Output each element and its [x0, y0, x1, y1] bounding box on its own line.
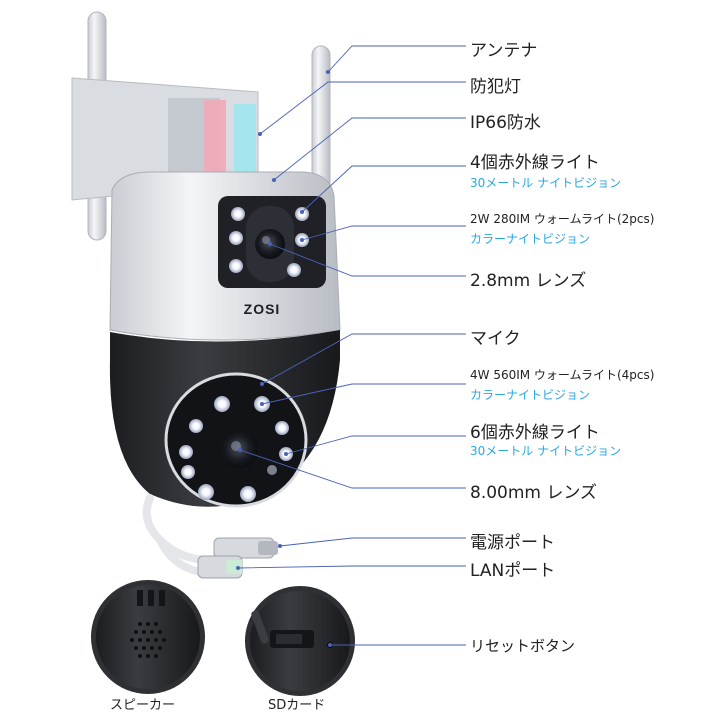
- deterrent-light-red: [204, 100, 226, 174]
- caption-sd-card: SDカード: [268, 698, 326, 713]
- label-ip66: IP66防水: [470, 113, 541, 133]
- label-reset-button: リセットボタン: [470, 637, 576, 655]
- brand-logo: ZOSI: [244, 301, 281, 317]
- label-ir-4: 4個赤外線ライト: [470, 153, 600, 173]
- label-power-port: 電源ポート: [470, 533, 555, 553]
- label-antenna: アンテナ: [470, 41, 538, 61]
- label-lens-28: 2.8mm レンズ: [470, 271, 587, 291]
- label-lens-8: 8.00mm レンズ: [470, 483, 598, 503]
- deterrent-light-blue: [234, 104, 256, 174]
- label-warm-2w-sub: カラーナイトビジョン: [470, 232, 591, 246]
- leader-lines: [237, 45, 466, 646]
- label-warm-2w: 2W 280IM ウォームライト(2pcs): [470, 212, 655, 226]
- label-ir-6-sub: 30メートル ナイトビジョン: [470, 444, 622, 458]
- caption-speaker: スピーカー: [110, 698, 176, 713]
- label-ir-4-sub: 30メートル ナイトビジョン: [470, 176, 622, 190]
- label-warm-4w-sub: カラーナイトビジョン: [470, 388, 591, 402]
- label-warm-4w: 4W 560IM ウォームライト(4pcs): [470, 368, 655, 382]
- label-lan-port: LANポート: [470, 561, 556, 581]
- label-deterrent-light: 防犯灯: [470, 77, 521, 97]
- cable: [142, 494, 214, 564]
- label-ir-6: 6個赤外線ライト: [470, 423, 600, 443]
- label-mic: マイク: [470, 329, 521, 349]
